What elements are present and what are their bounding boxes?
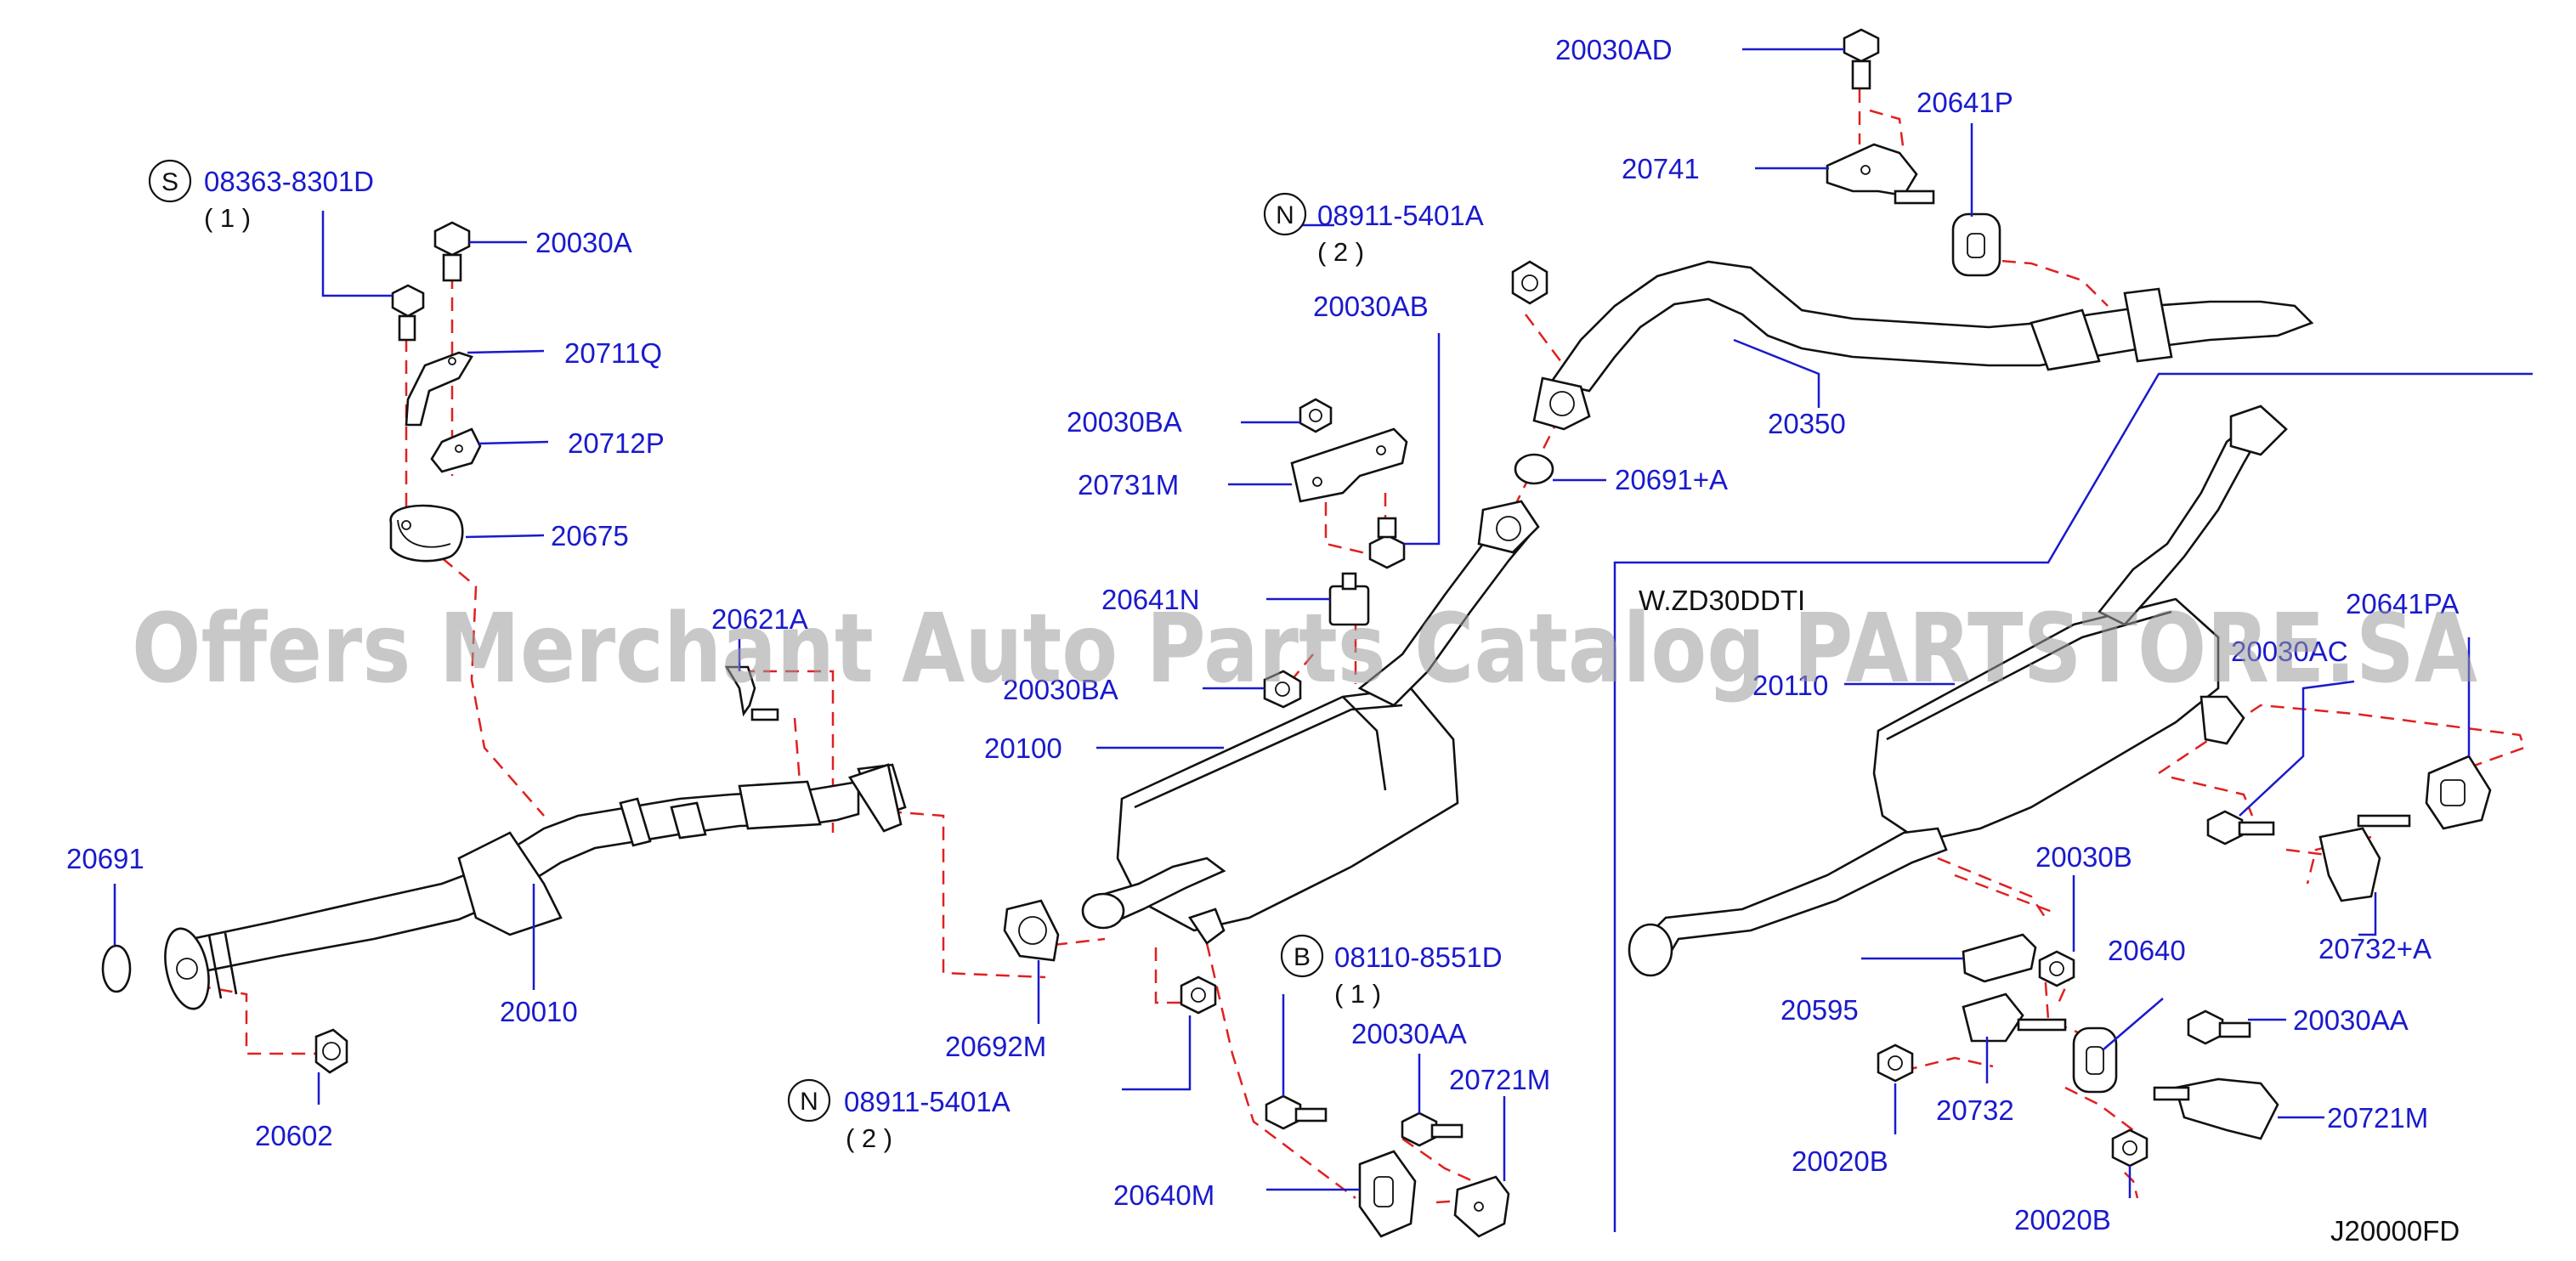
label-20030BA-mid[interactable]: 20030BA: [1003, 674, 1118, 705]
label-20030B[interactable]: 20030B: [2035, 841, 2132, 873]
bolt-20030A: [433, 221, 471, 282]
insulator-20641PA: [2425, 755, 2492, 830]
symbol-circle-b: [1280, 934, 1324, 978]
parts-drawings: [101, 28, 2492, 1238]
label-20595[interactable]: 20595: [1781, 994, 1859, 1026]
nut-20030BA-top: [1299, 398, 1333, 433]
bolt-20030AA-right: [2187, 1009, 2251, 1045]
bracket-20731M: [1290, 427, 1408, 503]
nut-08911-top: [1511, 260, 1548, 305]
bracket-20741: [1826, 143, 1935, 205]
hanger-20621A: [724, 665, 779, 721]
label-20030AB[interactable]: 20030AB: [1313, 291, 1429, 322]
bracket-20732: [1962, 992, 2067, 1043]
bracket-20721M-right: [2153, 1077, 2279, 1140]
bolt-20030AD: [1843, 28, 1880, 90]
label-08363-8301D[interactable]: 08363-8301D: [204, 166, 374, 197]
insulator-20640: [2072, 1026, 2118, 1094]
bracket-20595: [1962, 933, 2037, 983]
label-20030A[interactable]: 20030A: [535, 227, 632, 258]
label-20721M-left[interactable]: 20721M: [1449, 1064, 1550, 1095]
label-20692M[interactable]: 20692M: [945, 1031, 1046, 1062]
label-20020B-left[interactable]: 20020B: [1792, 1145, 1888, 1177]
clamp-20675: [389, 504, 464, 563]
label-20110[interactable]: 20110: [1752, 670, 1828, 701]
qty-08911-5401A-bottom: ( 2 ): [846, 1123, 892, 1153]
bolt-20030AC: [2206, 810, 2275, 845]
bracket-20712P: [430, 427, 482, 473]
symbol-circle-n-bottom: [787, 1078, 831, 1122]
nut-20020B-right: [2111, 1128, 2149, 1168]
label-20732+A[interactable]: 20732+A: [2318, 933, 2432, 964]
label-20641N[interactable]: 20641N: [1101, 584, 1200, 615]
label-20741[interactable]: 20741: [1622, 153, 1700, 184]
bracket-20721M-left: [1453, 1175, 1510, 1238]
symbol-circles: S N N B: [148, 159, 1324, 1122]
label-08911-5401A-top[interactable]: 08911-5401A: [1317, 200, 1484, 231]
nut-20030B: [2038, 950, 2075, 987]
variant-label: W.ZD30DDTI: [1639, 585, 1805, 616]
label-20621A[interactable]: 20621A: [711, 603, 808, 635]
label-20010[interactable]: 20010: [500, 996, 578, 1027]
symbol-circle-n-top: [1263, 192, 1307, 236]
label-20350[interactable]: 20350: [1768, 408, 1846, 439]
label-20721M-right[interactable]: 20721M: [2327, 1102, 2428, 1134]
label-20731M[interactable]: 20731M: [1078, 469, 1179, 500]
qty-08911-5401A-top: ( 2 ): [1317, 237, 1364, 267]
muffler-20100: [1081, 500, 1540, 945]
label-20030AA-right[interactable]: 20030AA: [2293, 1004, 2409, 1036]
symbol-n-bottom-letter: N: [800, 1088, 818, 1116]
muffler-20110: [1628, 404, 2288, 977]
symbol-circle-s: [148, 159, 192, 203]
bolt-08363-8301D: [391, 284, 425, 342]
front-tube-20010: [164, 763, 907, 1010]
variant-frame: [1613, 372, 2533, 1232]
label-20640M[interactable]: 20640M: [1113, 1179, 1214, 1211]
insulator-20640M: [1358, 1150, 1417, 1238]
label-20641P[interactable]: 20641P: [1916, 87, 2013, 118]
diagram-code: J20000FD: [2330, 1215, 2460, 1247]
symbol-n-top-letter: N: [1276, 201, 1294, 229]
gasket-20692M: [1003, 899, 1060, 962]
nut-20020B-left: [1877, 1043, 1914, 1083]
label-20675[interactable]: 20675: [551, 520, 629, 551]
label-20030AC[interactable]: 20030AC: [2231, 636, 2348, 667]
label-20030BA-top[interactable]: 20030BA: [1067, 406, 1182, 438]
bolt-20030AA-left: [1401, 1111, 1464, 1147]
part-labels: 20030AD 20641P 20741 08363-8301D ( 1 ) 2…: [66, 34, 2460, 1247]
label-20602[interactable]: 20602: [255, 1120, 333, 1151]
label-20030AA-left[interactable]: 20030AA: [1351, 1018, 1467, 1049]
label-20711Q[interactable]: 20711Q: [564, 337, 662, 369]
bolt-08110-8551D: [1265, 1094, 1328, 1130]
nut-20030BA-mid: [1263, 670, 1302, 709]
qty-08110-8551D: ( 1 ): [1334, 979, 1381, 1009]
bracket-20711Q: [405, 351, 473, 427]
symbol-b-letter: B: [1294, 943, 1311, 971]
bolt-20030AB: [1368, 517, 1406, 569]
label-08110-8551D[interactable]: 08110-8551D: [1334, 942, 1503, 973]
bracket-20732A: [2318, 814, 2411, 902]
watermark-text: Offers Merchant Auto Parts Catalog PARTS…: [132, 594, 2477, 704]
tail-pipe-20350: [1532, 260, 2314, 431]
qty-08363-8301D: ( 1 ): [204, 203, 251, 233]
symbol-s-letter: S: [161, 168, 178, 196]
mount-20641N: [1328, 572, 1370, 626]
leader-lines: [113, 48, 2471, 1198]
insulator-20641P: [1951, 212, 2001, 277]
gasket-20691: [101, 944, 132, 993]
label-08911-5401A-bottom[interactable]: 08911-5401A: [844, 1086, 1011, 1117]
label-20030AD[interactable]: 20030AD: [1555, 34, 1673, 65]
label-20640[interactable]: 20640: [2108, 935, 2186, 966]
label-20100[interactable]: 20100: [984, 732, 1062, 764]
label-20641PA[interactable]: 20641PA: [2346, 588, 2459, 619]
label-20732[interactable]: 20732: [1936, 1094, 2014, 1126]
label-20712P[interactable]: 20712P: [568, 427, 665, 459]
label-20691+A[interactable]: 20691+A: [1615, 464, 1728, 495]
label-20020B-right[interactable]: 20020B: [2014, 1204, 2111, 1236]
label-20691[interactable]: 20691: [66, 843, 144, 874]
gasket-20691A: [1514, 453, 1554, 485]
nut-20602: [314, 1028, 348, 1074]
nut-08911-bottom: [1180, 975, 1217, 1015]
